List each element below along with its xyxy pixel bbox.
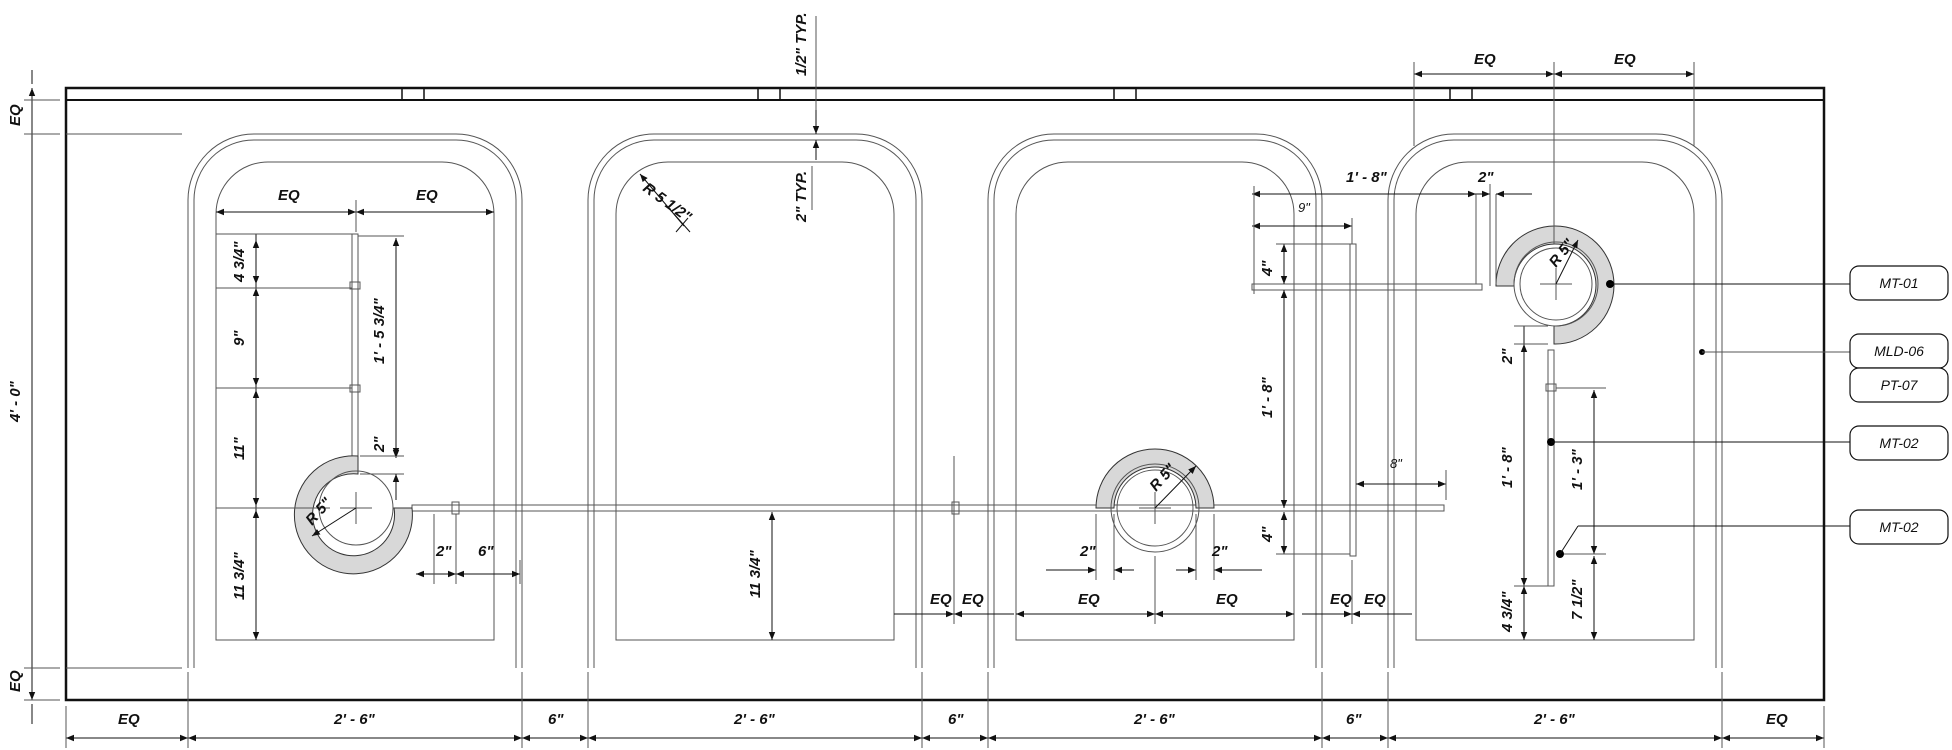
material-tag-mt-02-upper[interactable]: MT-02 (1849, 425, 1949, 461)
dim-four-op3-top: 4" (1259, 260, 1276, 277)
dim-two-typ: 2" TYP. (793, 171, 810, 223)
dim-opening-1-width: 2' - 6" (333, 711, 376, 728)
hole-opening-4 (1495, 225, 1615, 345)
dim-opening-4-width: 2' - 6" (1533, 711, 1576, 728)
tag-label: MT-02 (1879, 519, 1918, 535)
dim-four-three-quarter: 4 3/4" (231, 241, 248, 283)
dim-two-op1-vertical: 2" (371, 436, 388, 453)
material-tag-mld-06[interactable]: MLD-06 (1849, 333, 1949, 369)
dim-eleven-three-quarter-1: 11 3/4" (231, 551, 248, 600)
dim-one-eight-op4: 1' - 8" (1499, 446, 1516, 488)
dim-eq-bottom: EQ (7, 670, 24, 692)
dim-eq-mid-1: EQ (930, 591, 952, 608)
dim-eq-op1-left: EQ (278, 187, 300, 204)
dim-eq-mid-2: EQ (962, 591, 984, 608)
dim-opening-2-width: 2' - 6" (733, 711, 776, 728)
dim-two-op3-left: 2" (1079, 543, 1096, 560)
dim-gap-2: 6" (948, 711, 964, 728)
dim-nine-op3: 9" (1298, 200, 1311, 215)
dim-gap-3: 6" (1346, 711, 1362, 728)
dim-eq-top-right-2: EQ (1614, 51, 1636, 68)
dimension-text: EQ 2' - 6" 6" 2' - 6" 6" 2' - 6" 6" 2' -… (7, 12, 1788, 728)
dim-two-op1-bottom: 2" (435, 543, 452, 560)
opening-2 (587, 133, 923, 668)
dim-four-three-quarter-op4: 4 3/4" (1499, 591, 1516, 633)
dim-nine: 9" (231, 330, 248, 346)
dim-eq-top-right-1: EQ (1474, 51, 1496, 68)
dim-opening-3-width: 2' - 6" (1133, 711, 1176, 728)
material-tag-mt-01[interactable]: MT-01 (1849, 265, 1949, 301)
dim-eight-op3: 8" (1390, 456, 1403, 471)
dim-gap-1: 6" (548, 711, 564, 728)
dim-one-three-op4: 1' - 3" (1569, 448, 1586, 490)
panel-outline (64, 86, 1826, 702)
dim-eq-mid-4: EQ (1364, 591, 1386, 608)
dim-four-op3-bottom: 4" (1259, 526, 1276, 543)
tag-label: MLD-06 (1874, 343, 1924, 359)
dim-eq-mid-3: EQ (1330, 591, 1352, 608)
dim-one-eight-op3-vertical: 1' - 8" (1259, 376, 1276, 418)
dim-eleven: 11" (231, 436, 248, 460)
dim-radius-half: R 5 1/2" (640, 179, 696, 226)
material-tag-pt-07[interactable]: PT-07 (1849, 367, 1949, 403)
dim-two-op4-vertical: 2" (1499, 348, 1516, 365)
dimension-lines (24, 16, 1825, 748)
dim-panel-height: 4' - 0" (7, 380, 24, 423)
dim-eq-op3-left: EQ (1078, 591, 1100, 608)
trim-bars (349, 233, 1557, 587)
tag-label: MT-01 (1879, 275, 1918, 291)
dim-two-op3-right: 2" (1211, 543, 1228, 560)
dim-eq-left: EQ (118, 711, 140, 728)
dim-one-five-three-quarter: 1' - 5 3/4" (371, 297, 388, 364)
material-tag-leaders (1547, 280, 1850, 558)
material-tag-mt-02-lower[interactable]: MT-02 (1849, 509, 1949, 545)
dim-one-eight-op3-top: 1' - 8" (1346, 169, 1388, 186)
dim-seven-half-op4: 7 1/2" (1569, 579, 1586, 620)
dim-six-op1: 6" (478, 543, 494, 560)
dim-eleven-three-quarter-2: 11 3/4" (747, 549, 764, 598)
opening-4 (1387, 133, 1723, 668)
dim-eq-right: EQ (1766, 711, 1788, 728)
dim-eq-top: EQ (7, 104, 24, 126)
tag-label: MT-02 (1879, 435, 1918, 451)
dim-half-typ: 1/2" TYP. (793, 12, 810, 76)
opening-1 (187, 133, 523, 668)
dim-eq-op1-right: EQ (416, 187, 438, 204)
dim-two-op4-top: 2" (1477, 169, 1494, 186)
dim-eq-op3-right: EQ (1216, 591, 1238, 608)
tag-label: PT-07 (1881, 377, 1919, 393)
